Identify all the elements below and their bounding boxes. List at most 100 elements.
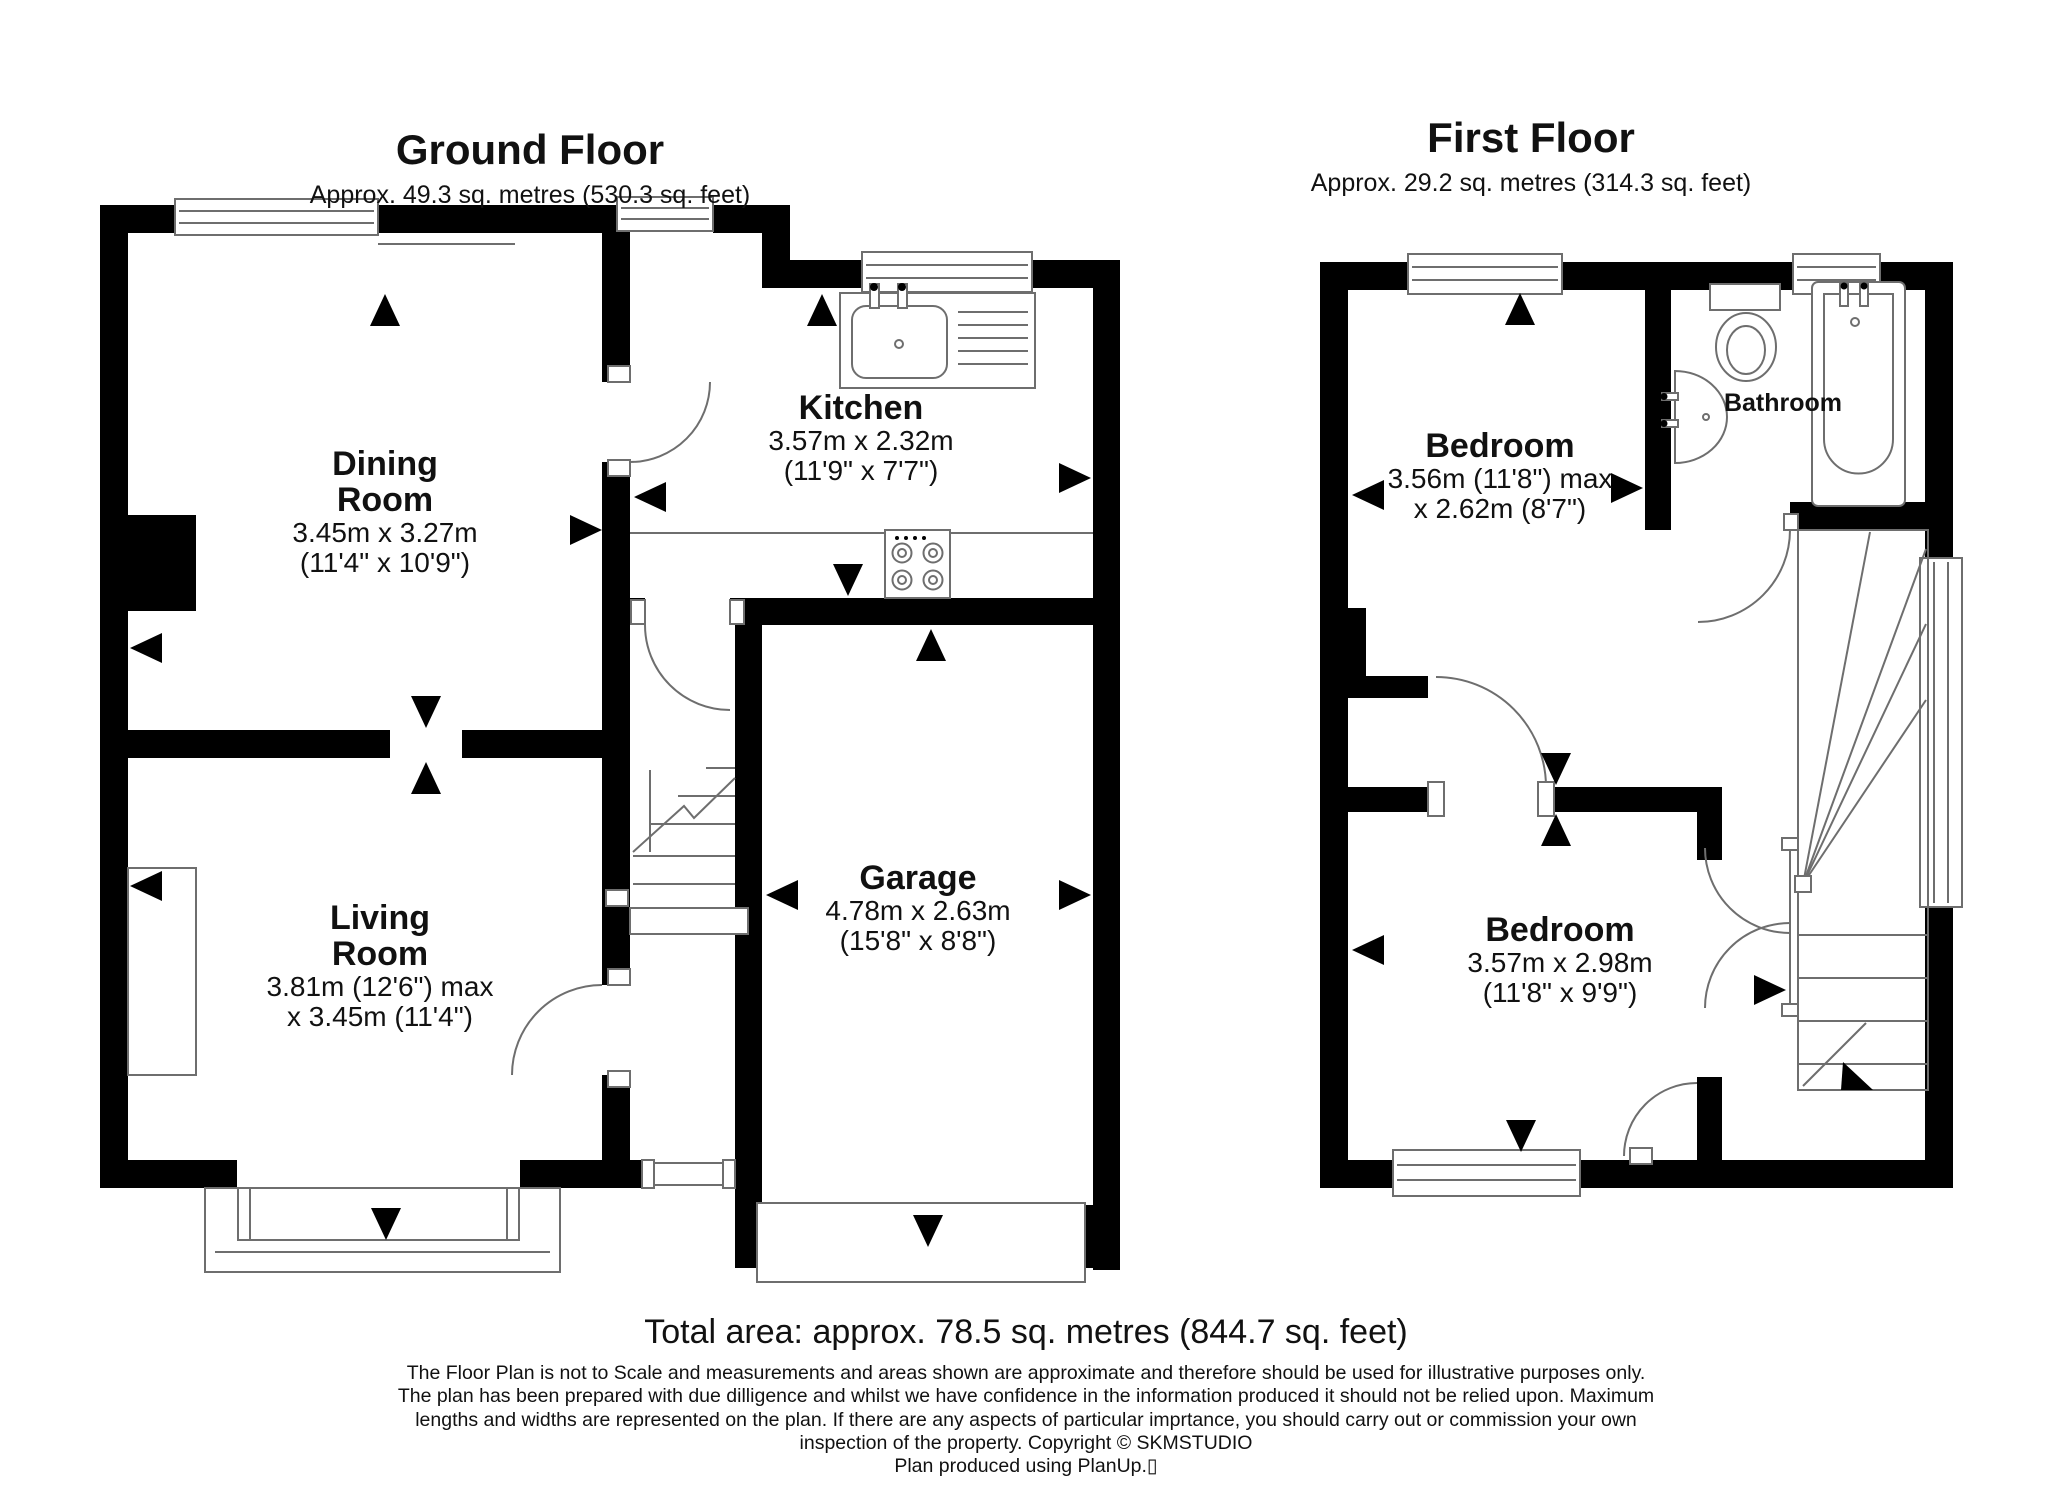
hob [630,529,1093,599]
measure-arrow-right [1059,880,1091,910]
wall-segment [1320,1160,1393,1188]
first-floor-subtitle: Approx. 29.2 sq. metres (314.3 sq. feet) [1310,169,1752,197]
measure-arrow-down [1506,1120,1536,1152]
measure-arrow-left [1352,480,1384,510]
window [616,196,714,232]
door-jamb [607,365,631,383]
measure-arrow-right [1059,463,1091,493]
room-label-bedroom1: Bedroom 3.56m (11'8") max x 2.62m (8'7") [1388,428,1613,524]
cupboard-doors [1704,847,1791,1009]
wall-segment [1093,260,1120,1270]
measure-arrow-up [1541,814,1571,846]
room-dims: x 3.45m (11'4") [287,1001,473,1032]
room-dims: 3.56m (11'8") max [1387,463,1613,494]
wash-basin [1660,369,1728,465]
front-door [647,1162,736,1186]
room-label-kitchen: Kitchen 3.57m x 2.32m (11'9" x 7'7") [768,390,953,486]
measure-arrow-down [913,1215,943,1247]
disclaimer-line: lengths and widths are represented on th… [415,1409,1637,1431]
wall-segment [730,598,1120,625]
fireplace [127,867,197,1076]
chimney-breast [1320,676,1428,698]
door-swing-arc [1697,529,1791,623]
stair-direction-arrow [1841,1062,1873,1090]
measure-arrow-left [130,633,162,663]
room-name: Living [329,899,431,937]
wall-segment [1546,787,1697,812]
measure-arrow-up [411,762,441,794]
measure-arrow-up [1505,293,1535,325]
room-name: Kitchen [798,389,924,427]
measure-arrow-right [570,515,602,545]
measure-arrow-up [807,294,837,326]
room-dims: (11'8" x 9'9") [1482,977,1638,1008]
door-jamb [1629,1147,1653,1165]
door-jamb [607,459,631,477]
bathtub [1811,281,1906,507]
wall-segment [520,1160,630,1188]
window [861,251,1033,293]
room-name: Dining [332,445,438,483]
wall-segment [1645,290,1671,530]
wall-segment [128,1160,237,1188]
room-dims: 3.81m (12'6") max [266,971,494,1002]
door-jamb [641,1159,655,1189]
measure-arrow-down [833,564,863,596]
ground-floor-plan [100,196,1120,1283]
kitchen-sink [839,283,1036,389]
room-label-bedroom2: Bedroom 3.57m x 2.98m (11'8" x 9'9") [1467,912,1652,1008]
room-dims: 3.45m x 3.27m [292,517,478,548]
door-swing-arc [629,381,711,463]
total-area-text: Total area: approx. 78.5 sq. metres (844… [644,1313,1408,1351]
room-dims: 4.78m x 2.63m [825,895,1011,926]
measure-arrow-right [1611,473,1643,503]
wall-segment [100,205,128,1188]
room-label-bathroom: Bathroom [1723,389,1843,417]
door-swing-arc [1623,1082,1698,1157]
window [1407,253,1563,295]
wall-segment [762,205,790,288]
first-floor-title: First Floor [1427,114,1635,161]
door-swing-arc [1435,676,1547,788]
measure-arrow-left [1352,935,1384,965]
ground-floor-subtitle: Approx. 49.3 sq. metres (530.3 sq. feet) [309,181,751,209]
room-name: Bedroom [1485,911,1635,949]
room-label-living: Living Room 3.81m (12'6") max x 3.45m (1… [267,900,494,1032]
room-name: Room [336,481,434,519]
disclaimer-line: The Floor Plan is not to Scale and measu… [406,1362,1646,1384]
door-jamb [1537,781,1555,817]
room-name: Bedroom [1425,427,1575,465]
credit-line: Plan produced using PlanUp.▯ [894,1455,1158,1477]
door-jamb [630,599,646,625]
room-name: Room [331,935,429,973]
wall-segment [1925,905,1953,1188]
door-jamb [1781,837,1799,851]
door-jamb [722,1159,736,1189]
disclaimer-line: The plan has been prepared with due dill… [397,1385,1655,1407]
measure-arrow-down [1541,753,1571,785]
room-dims: 3.57m x 2.32m [768,425,954,456]
wall-segment [1032,260,1093,288]
garage-door [756,1202,1086,1283]
door-jamb [729,599,745,625]
wall-segment [462,730,630,758]
measure-arrow-left [634,482,666,512]
staircase [1794,529,1929,1091]
wall-segment [1697,1077,1722,1160]
wall-segment [1320,262,1348,1188]
wall-segment [378,205,617,233]
measure-arrow-down [371,1208,401,1240]
room-dims: (15'8" x 8'8") [839,925,997,956]
room-dims: (11'9" x 7'7") [783,455,939,486]
door-swing-arc [644,624,731,711]
door-jamb [607,1070,631,1088]
window [174,198,379,236]
measure-arrow-left [130,871,162,901]
room-label-garage: Garage 4.78m x 2.63m (15'8" x 8'8") [825,860,1010,956]
room-dims: x 2.62m (8'7") [1413,493,1587,524]
ground-floor-title: Ground Floor [395,126,665,173]
wall-segment [1697,787,1722,860]
door-jamb [1781,1003,1799,1017]
